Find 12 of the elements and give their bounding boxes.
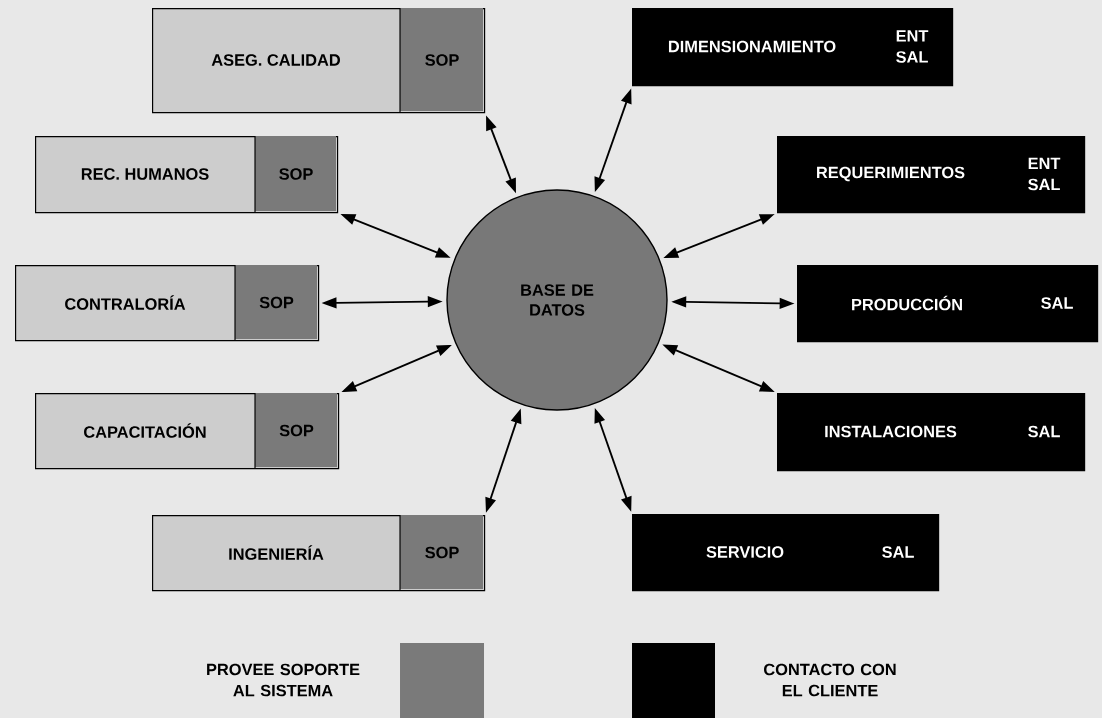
department-box: CONTRALORÍA SOP xyxy=(15,264,320,342)
client-box: PRODUCCIÓN SAL xyxy=(797,265,1099,343)
department-box: CAPACITACIÓN SOP xyxy=(35,392,340,470)
department-box: INGENIERÍA SOP xyxy=(152,514,486,592)
legend-label: CONTACTO CON EL CLIENTE xyxy=(764,663,896,697)
client-box: INSTALACIONES SAL xyxy=(777,393,1086,472)
legend-label: PROVEE SOPORTE AL SISTEMA xyxy=(207,663,360,697)
client-box: DIMENSIONAMIENTO ENT SAL xyxy=(632,8,954,87)
department-box: REC. HUMANOS SOP xyxy=(35,135,339,214)
client-box: REQUERIMIENTOS ENT SAL xyxy=(777,136,1086,214)
department-box: ASEG. CALIDAD SOP xyxy=(152,7,486,114)
client-box: SERVICIO SAL xyxy=(632,514,940,592)
